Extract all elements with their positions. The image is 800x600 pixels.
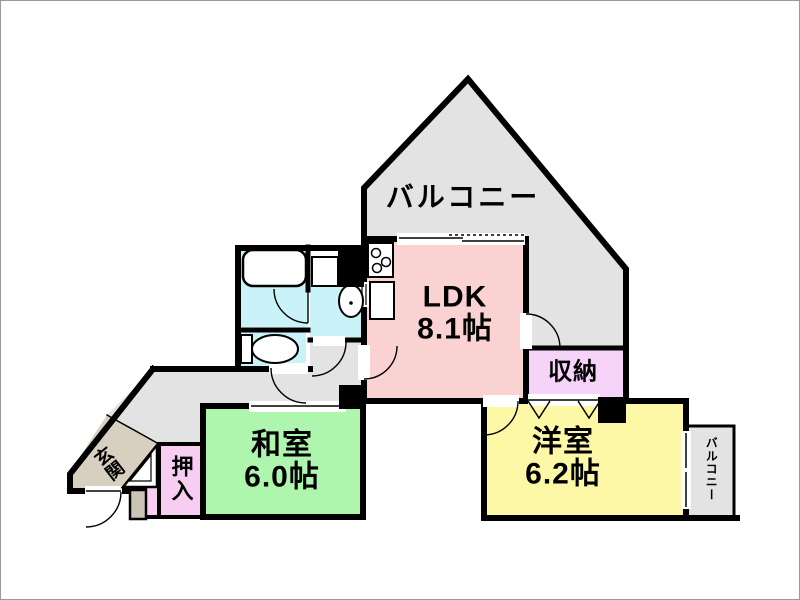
folding-door-icon xyxy=(527,400,601,420)
room-western-floor xyxy=(484,401,686,518)
door-arc-bath xyxy=(273,288,309,324)
toilet-icon xyxy=(240,334,299,364)
stove-icon xyxy=(367,242,394,278)
window-symbols xyxy=(251,234,687,507)
room-closet-floor xyxy=(159,444,203,517)
washbasin-icon xyxy=(338,284,364,318)
room-japanese-floor xyxy=(203,406,363,517)
door-arc-ldk-balcony xyxy=(525,313,561,349)
washing-machine-pad-icon xyxy=(311,256,339,287)
entrance-step-icon xyxy=(128,488,148,521)
hallway-floor xyxy=(107,339,363,445)
kitchen-sink-icon xyxy=(369,281,395,320)
bathtub-icon xyxy=(241,248,308,288)
room-balcony-top-floor xyxy=(364,79,626,350)
door-arc-toilet xyxy=(270,367,307,404)
door-arc-hall-ldk xyxy=(363,345,398,380)
door-arc-washroom xyxy=(311,341,347,377)
pillars xyxy=(338,247,626,423)
door-arc-entrance xyxy=(85,490,122,528)
room-balcony-side-floor xyxy=(688,426,734,515)
door-arc-ldk-western xyxy=(483,400,519,436)
shoe-cabinet-icon xyxy=(120,441,159,489)
door-arcs xyxy=(85,288,561,528)
room-storage-floor xyxy=(526,348,626,399)
